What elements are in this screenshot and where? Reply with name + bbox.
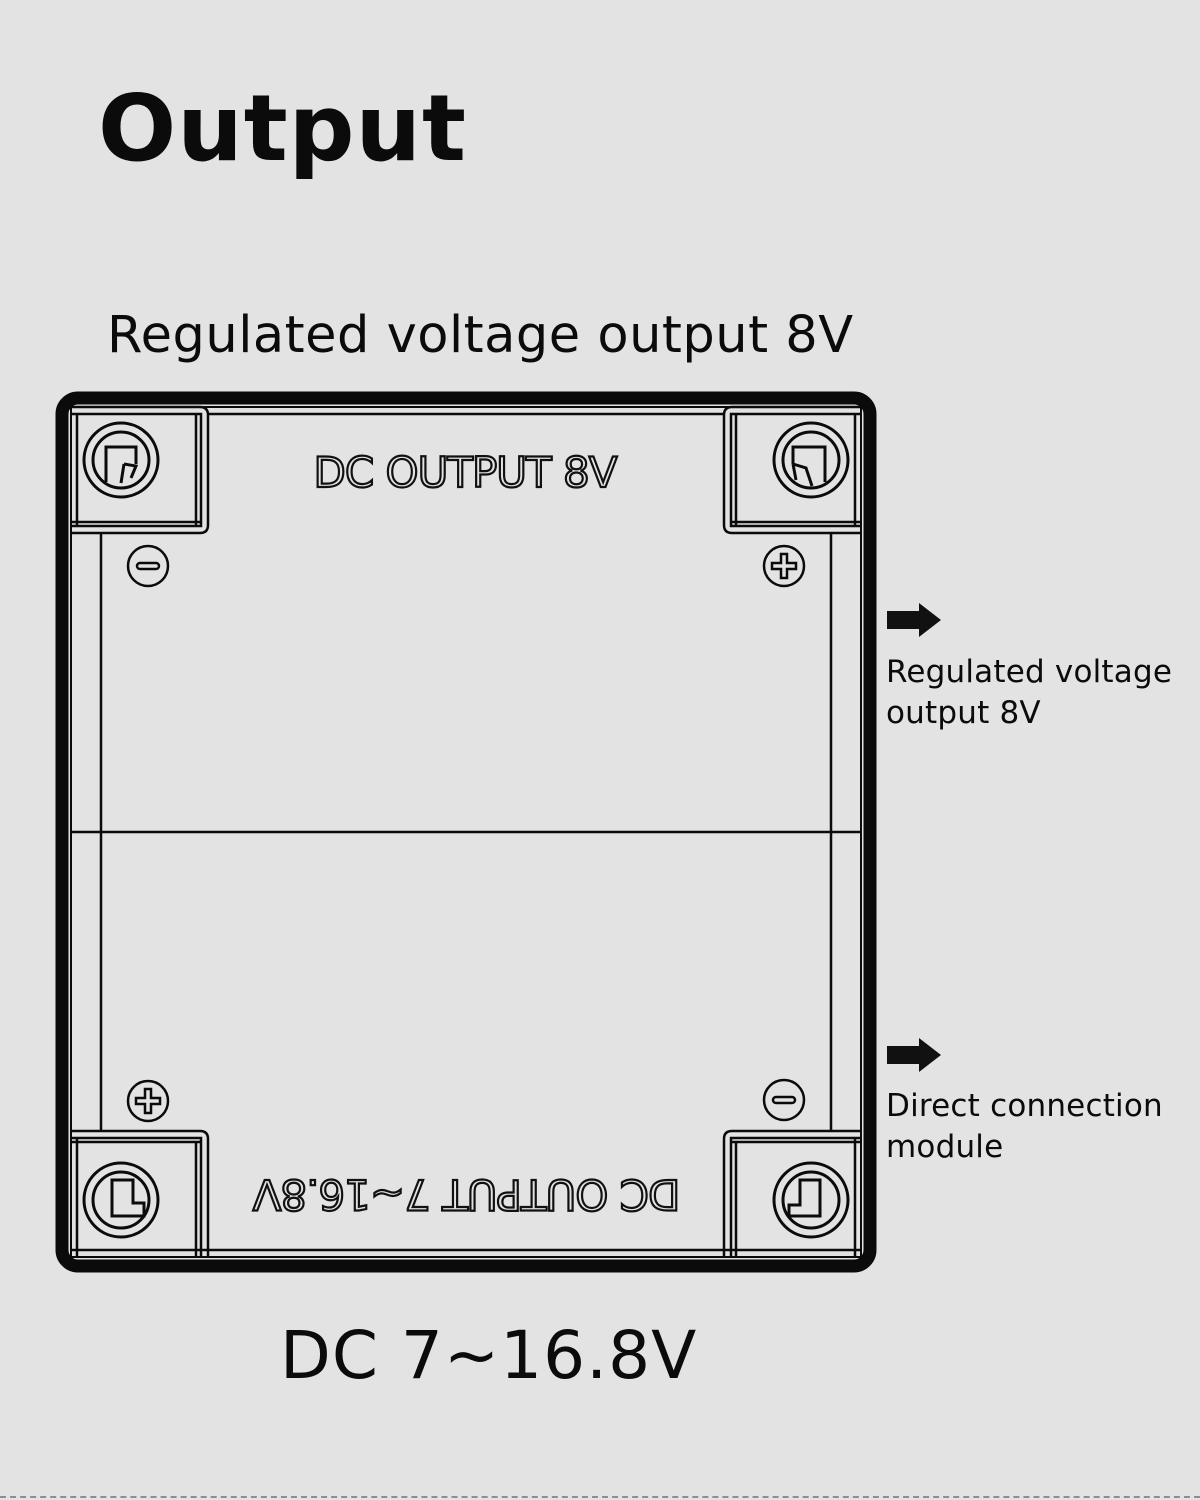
right-arrow-icon (887, 1038, 941, 1072)
corner-block-bottom-left (71, 1129, 210, 1257)
plus-terminal-icon (762, 544, 806, 588)
screw-icon (82, 421, 160, 499)
annotation-line: output 8V (886, 695, 1041, 731)
input-voltage-label: DC 7~16.8V (280, 1317, 698, 1394)
minus-terminal-icon (762, 1078, 806, 1122)
upper-engraving: DC OUTPUT 8V (314, 448, 618, 497)
annotation-direct-connection: Direct connection module (886, 1086, 1196, 1168)
annotation-line: module (886, 1129, 1004, 1165)
corner-block-top-right (722, 405, 861, 535)
device-outer-frame (55, 391, 877, 1273)
page-title: Output (98, 75, 468, 182)
right-arrow-icon (887, 603, 941, 637)
annotation-line: Direct connection (886, 1088, 1163, 1124)
screw-icon (82, 1161, 160, 1239)
annotation-line: Regulated voltage (886, 654, 1173, 690)
screw-icon (772, 1161, 850, 1239)
corner-block-top-left (71, 405, 210, 535)
dashed-divider (0, 1496, 1200, 1498)
screw-icon (772, 421, 850, 499)
corner-block-bottom-right (722, 1129, 861, 1257)
annotation-regulated-output: Regulated voltage output 8V (886, 652, 1196, 734)
minus-terminal-icon (126, 544, 170, 588)
plus-terminal-icon (126, 1079, 170, 1123)
lower-engraving: DC OUTPUT 7~16.8V (252, 1170, 680, 1219)
regulated-output-label: Regulated voltage output 8V (107, 306, 854, 365)
